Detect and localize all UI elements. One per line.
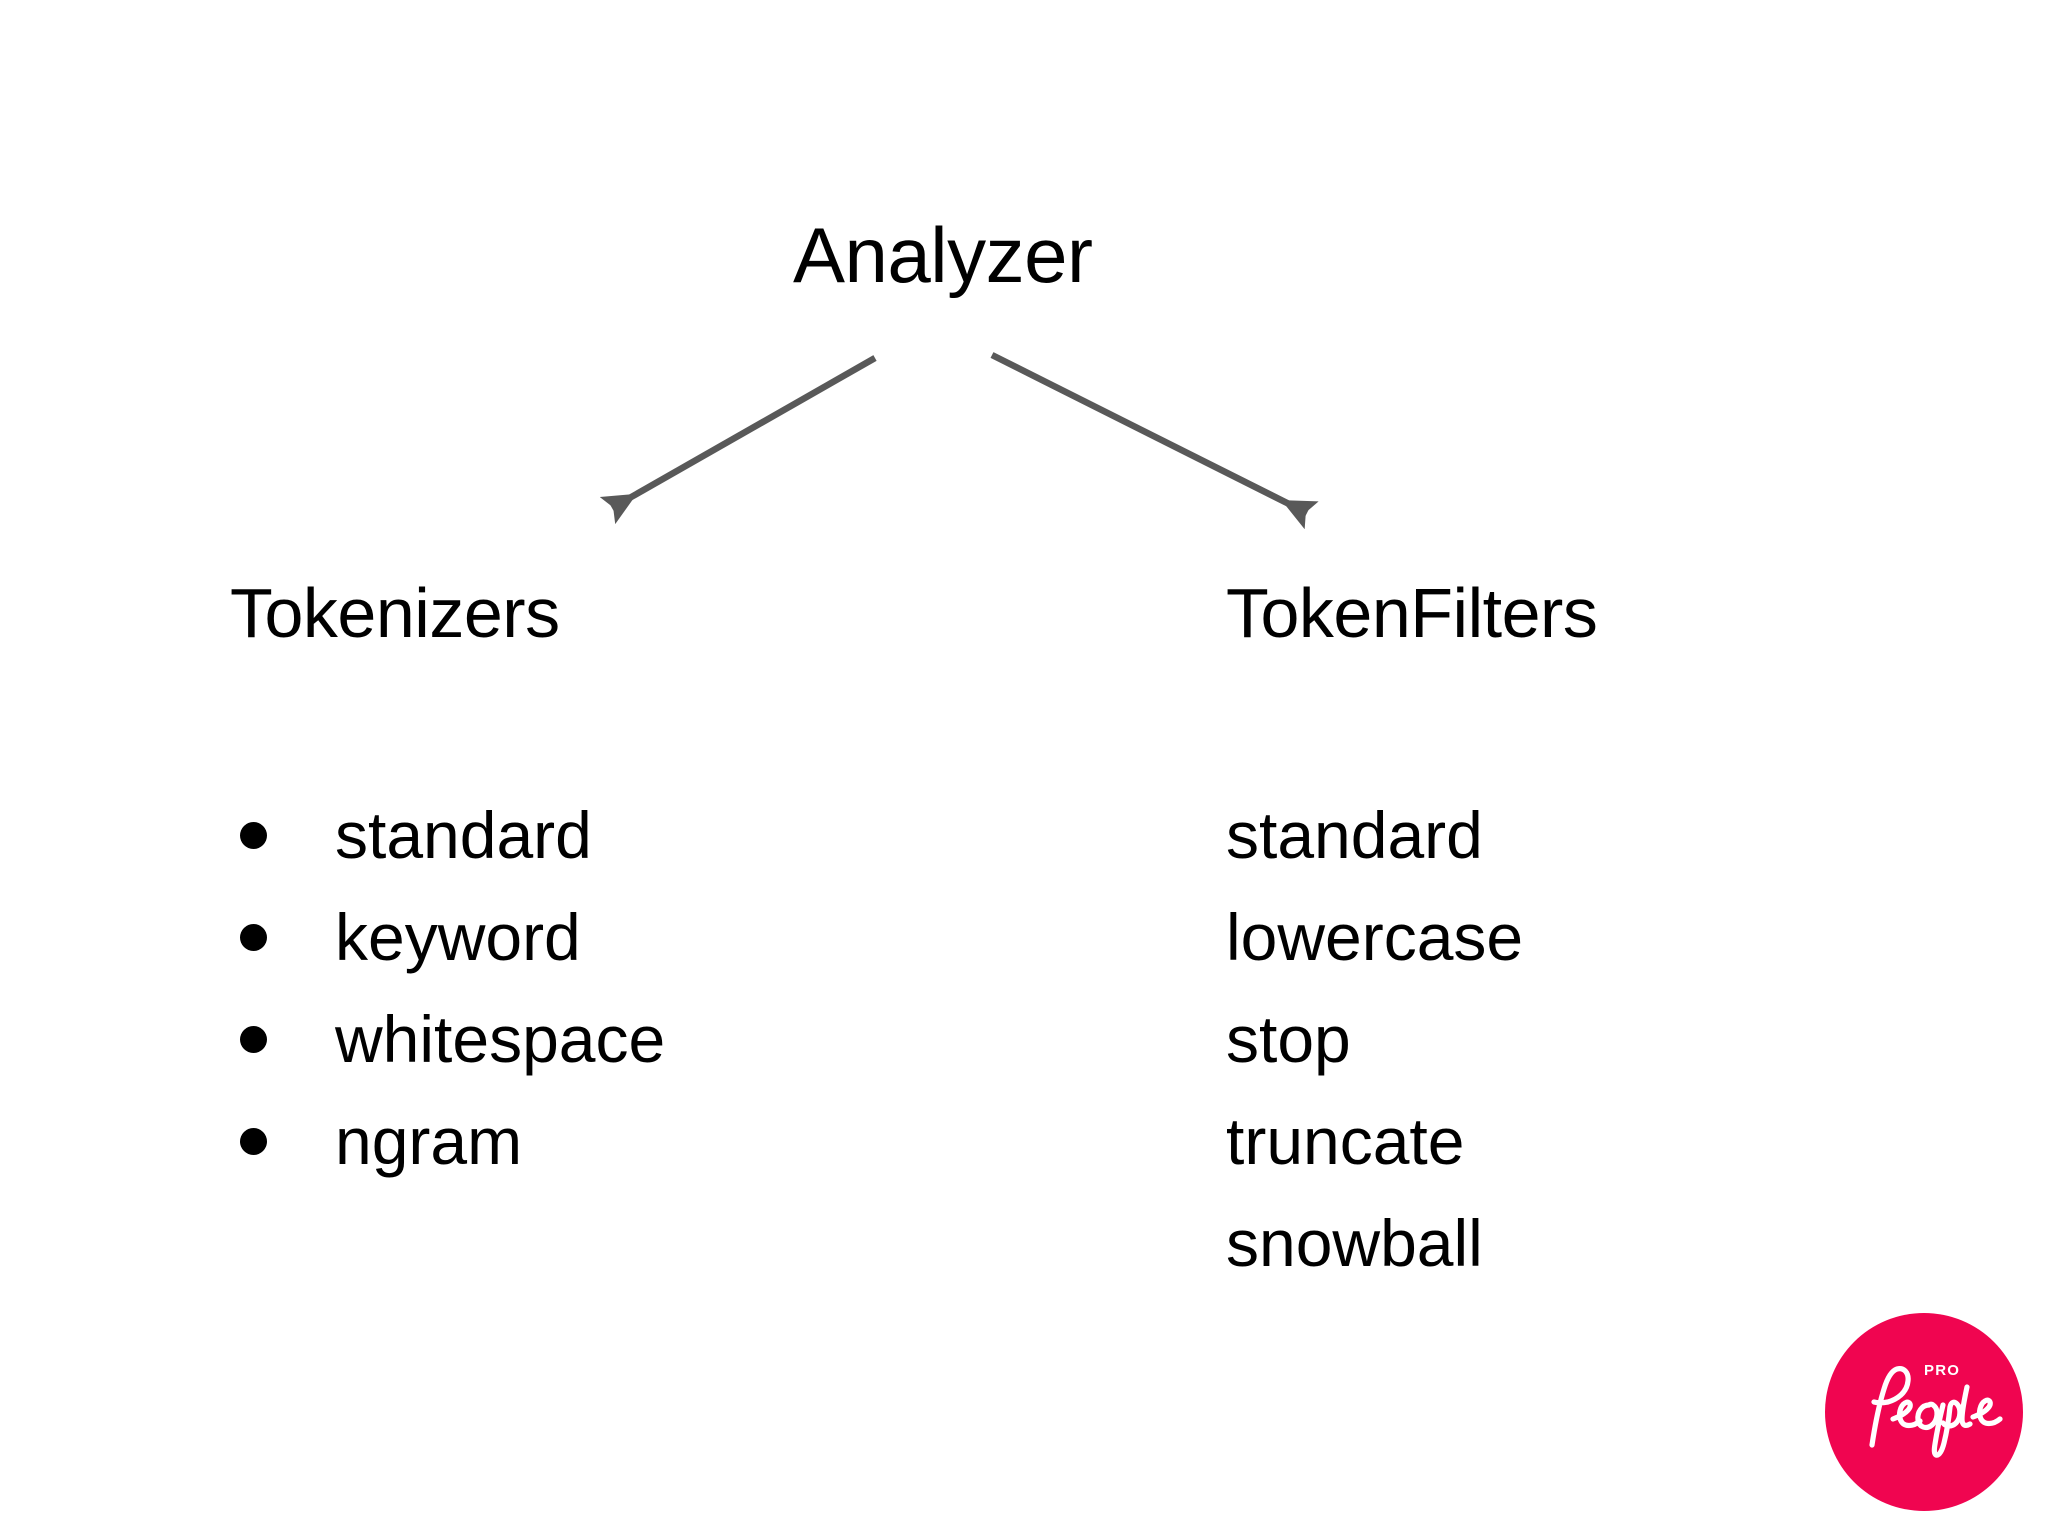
bullet-icon bbox=[240, 1128, 267, 1155]
list-item: truncate bbox=[1226, 1090, 1523, 1192]
list-item-label: whitespace bbox=[335, 1002, 666, 1076]
list-item-label: snowball bbox=[1226, 1206, 1483, 1280]
list-item: snowball bbox=[1226, 1192, 1523, 1294]
list-item-label: standard bbox=[1226, 798, 1483, 872]
column-heading-tokenizers: Tokenizers bbox=[230, 574, 560, 652]
list-item: standard bbox=[1226, 784, 1523, 886]
list-item: keyword bbox=[240, 886, 665, 988]
list-item-label: lowercase bbox=[1226, 900, 1524, 974]
column-heading-tokenfilters: TokenFilters bbox=[1226, 574, 1598, 652]
bullet-icon bbox=[240, 822, 267, 849]
arrow-to-tokenfilters bbox=[990, 352, 1319, 530]
list-item-label: ngram bbox=[335, 1104, 523, 1178]
bullet-icon bbox=[240, 924, 267, 951]
list-item: ngram bbox=[240, 1090, 665, 1192]
list-item: lowercase bbox=[1226, 886, 1523, 988]
list-item-label: stop bbox=[1226, 1002, 1351, 1076]
tokenizers-list: standard keyword whitespace ngram bbox=[240, 784, 665, 1192]
bullet-icon bbox=[240, 1026, 267, 1053]
pro-people-logo: PRO People bbox=[1825, 1313, 2023, 1511]
list-item-label: standard bbox=[335, 798, 592, 872]
list-item-label: keyword bbox=[335, 900, 581, 974]
logo-pro-text: PRO bbox=[1924, 1362, 1960, 1379]
list-item: stop bbox=[1226, 988, 1523, 1090]
arrow-to-tokenizers bbox=[599, 355, 877, 525]
list-item: whitespace bbox=[240, 988, 665, 1090]
logo-circle bbox=[1825, 1313, 2023, 1511]
list-item: standard bbox=[240, 784, 665, 886]
page-title: Analyzer bbox=[793, 211, 1093, 299]
logo-wordmark-icon: PRO bbox=[1869, 1362, 2003, 1458]
list-item-label: truncate bbox=[1226, 1104, 1465, 1178]
tokenfilters-list: standard lowercase stop truncate snowbal… bbox=[1226, 784, 1523, 1294]
